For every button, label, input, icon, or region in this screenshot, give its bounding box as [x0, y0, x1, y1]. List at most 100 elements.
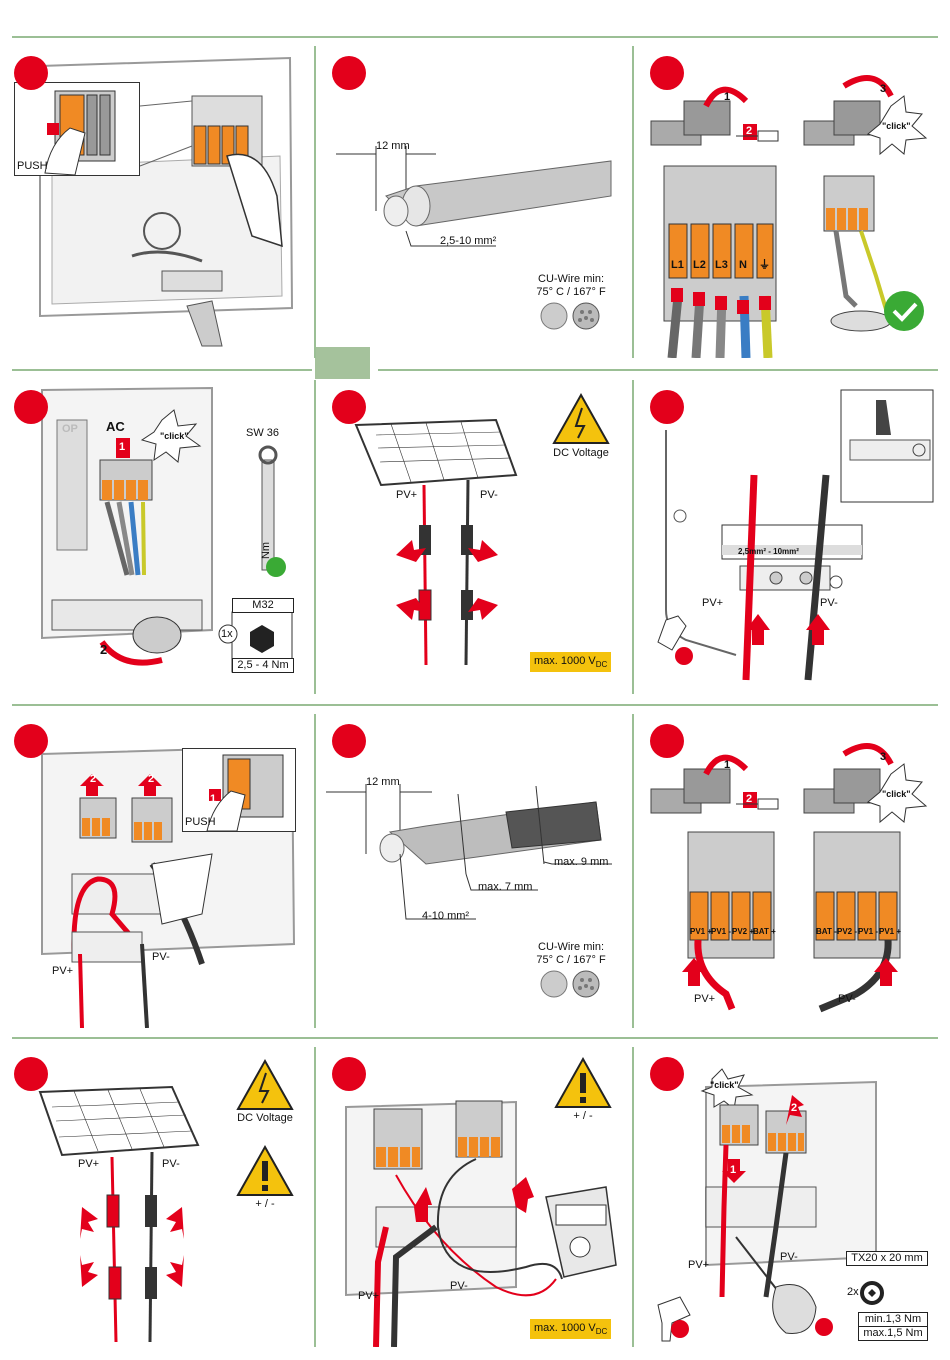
terminal-left-1: PV1 + — [690, 927, 713, 936]
step-2-panel: 12 mm 2,5-10 mm² CU-Wire min: 75° C / 16… — [316, 46, 630, 358]
row-divider-3 — [12, 1037, 938, 1039]
row-divider-1 — [12, 369, 312, 371]
step-12-marker — [650, 1057, 684, 1091]
max-voltage-box: max. 1000 VDC — [530, 1319, 612, 1340]
tool-size-box: TX20 x 20 mm — [846, 1251, 928, 1266]
step-12-panel: "click" 1 2 PV+ PV- TX20 x 20 mm 2x min.… — [636, 1047, 938, 1347]
step-11-marker — [332, 1057, 366, 1091]
step-3-panel: 1 2 3 "click" L1 L2 L3 N ⏚ — [636, 46, 938, 358]
max-voltage-label: max. 1000 V — [534, 1322, 596, 1334]
click-callout: "click" — [160, 431, 189, 441]
terminal-L2: L2 — [693, 259, 706, 271]
dc-voltage-warning: DC Voltage — [553, 447, 609, 459]
max-outer-diameter-label: max. 9 mm — [554, 856, 609, 868]
dc-voltage-warning: DC Voltage — [237, 1112, 293, 1124]
ac-label: AC — [106, 419, 125, 434]
col-divider-r1a — [314, 46, 316, 358]
top-rule — [12, 36, 938, 38]
max-voltage-box: max. 1000 VDC — [530, 652, 612, 673]
row-divider-1b — [378, 369, 938, 371]
step-12-arrow-2: 2 — [791, 1102, 798, 1114]
step-5-panel: DC Voltage PV+ PV- max. 1000 VDC — [316, 380, 630, 694]
pv-plus-label: PV+ — [702, 597, 724, 609]
pv-module-reconnect-illustration — [38, 1058, 294, 1343]
cu-wire-title: CU-Wire min: — [538, 941, 604, 953]
op-label: OP — [62, 423, 78, 435]
pv-plus-label: PV+ — [396, 489, 418, 501]
click-callout: "click" — [710, 1080, 739, 1090]
voltage-measurement-illustration — [345, 1056, 617, 1347]
wrench-size-label: SW 36 — [246, 427, 280, 439]
step-2-marker — [332, 56, 366, 90]
thread-size-label: M32 — [252, 599, 274, 611]
step-4-arrow-1: 1 — [119, 441, 126, 453]
terminal-left-4: BAT + — [753, 927, 776, 936]
terminal-right-1: BAT - — [816, 927, 837, 936]
step-7-panel: PUSH 2 2 1 PV+ PV- — [12, 714, 312, 1028]
tool-size-label: TX20 x 20 mm — [851, 1252, 923, 1264]
step-12-arrow-1: 1 — [730, 1164, 737, 1176]
ac-terminal-wiring-illustration — [650, 75, 928, 358]
pv-minus-label: PV- — [820, 597, 838, 609]
col-divider-r3a — [314, 714, 316, 1028]
torque-box: 2,5 - 4 Nm — [232, 658, 294, 673]
col-divider-r4a — [314, 1047, 316, 1347]
dc-cable-strip-diagram — [326, 784, 612, 998]
dc-connector-insert-and-tighten-illustration — [657, 1068, 884, 1342]
push-detail-box: PUSH — [14, 82, 140, 176]
torque-min-label: min.1,3 Nm — [864, 1313, 922, 1325]
step-4-panel: OP AC "click" 1 2 SW 36 Nm M32 1x 2,5 - … — [12, 380, 312, 694]
polarity-warning: + / - — [255, 1198, 275, 1210]
polarity-warning: + / - — [573, 1110, 593, 1122]
pv-minus-label: PV- — [480, 489, 498, 501]
pv-plus-label: PV+ — [358, 1290, 380, 1302]
row-divider-2 — [12, 704, 938, 706]
col-divider-r2a — [314, 380, 316, 694]
click-callout: "click" — [882, 121, 911, 131]
step-5-marker — [332, 390, 366, 424]
push-label: PUSH — [185, 816, 216, 828]
col-divider-r2b — [632, 380, 634, 694]
inverter-connection-area-illustration — [39, 56, 294, 347]
push-detail-box: PUSH — [182, 748, 296, 832]
terminal-right-4: PV1 + — [879, 927, 902, 936]
step-9-arrow-1: 1 — [724, 759, 731, 771]
quantity-label: 1x — [221, 628, 233, 640]
click-callout: "click" — [882, 789, 911, 799]
strip-length-label: 12 mm — [366, 776, 400, 788]
cu-wire-temp: 75° C / 167° F — [536, 954, 606, 966]
dc-terminal-wiring-illustration — [650, 743, 928, 1013]
torque-max-label: max.1,5 Nm — [863, 1327, 923, 1339]
terminal-left-2: PV1 - — [711, 927, 732, 936]
terminal-left-3: PV2 + — [732, 927, 755, 936]
max-voltage-label: max. 1000 V — [534, 655, 596, 667]
step-9-arrow-2: 2 — [746, 793, 753, 805]
max-voltage-subscript: DC — [595, 660, 608, 670]
push-label: PUSH — [17, 160, 48, 172]
quantity-label: 2x — [847, 1286, 859, 1298]
push-connector-icon — [206, 754, 284, 831]
pv-plus-label: PV+ — [78, 1158, 100, 1170]
pv-module-disconnect-illustration — [354, 392, 610, 666]
dc-terminal-insertion-illustration — [657, 389, 934, 681]
step-8-panel: 12 mm max. 9 mm max. 7 mm 4-10 mm² CU-Wi… — [316, 714, 630, 1028]
step-3-marker — [650, 56, 684, 90]
col-divider-r1b — [632, 46, 634, 358]
step-4-marker — [14, 390, 48, 424]
cross-section-label: 4-10 mm² — [422, 910, 470, 922]
pv-minus-label: PV- — [450, 1280, 468, 1292]
terminal-ground: ⏚ — [759, 259, 770, 271]
step-4-arrow-2: 2 — [100, 642, 108, 657]
step-3-arrow-2: 2 — [746, 125, 753, 137]
ac-connection-illustration — [41, 386, 293, 673]
pv-minus-label: PV- — [838, 993, 856, 1005]
cu-wire-temp: 75° C / 167° F — [536, 286, 606, 298]
terminal-right-3: PV1 - — [858, 927, 879, 936]
col-divider-r3b — [632, 714, 634, 1028]
step-7-arrow-2a: 2 — [90, 773, 97, 785]
pv-plus-label: PV+ — [694, 993, 716, 1005]
step-7-marker — [14, 724, 48, 758]
terminal-N: N — [739, 259, 747, 271]
strip-length-label: 12 mm — [376, 140, 410, 152]
torque-range-label: 2,5 - 4 Nm — [237, 659, 289, 671]
